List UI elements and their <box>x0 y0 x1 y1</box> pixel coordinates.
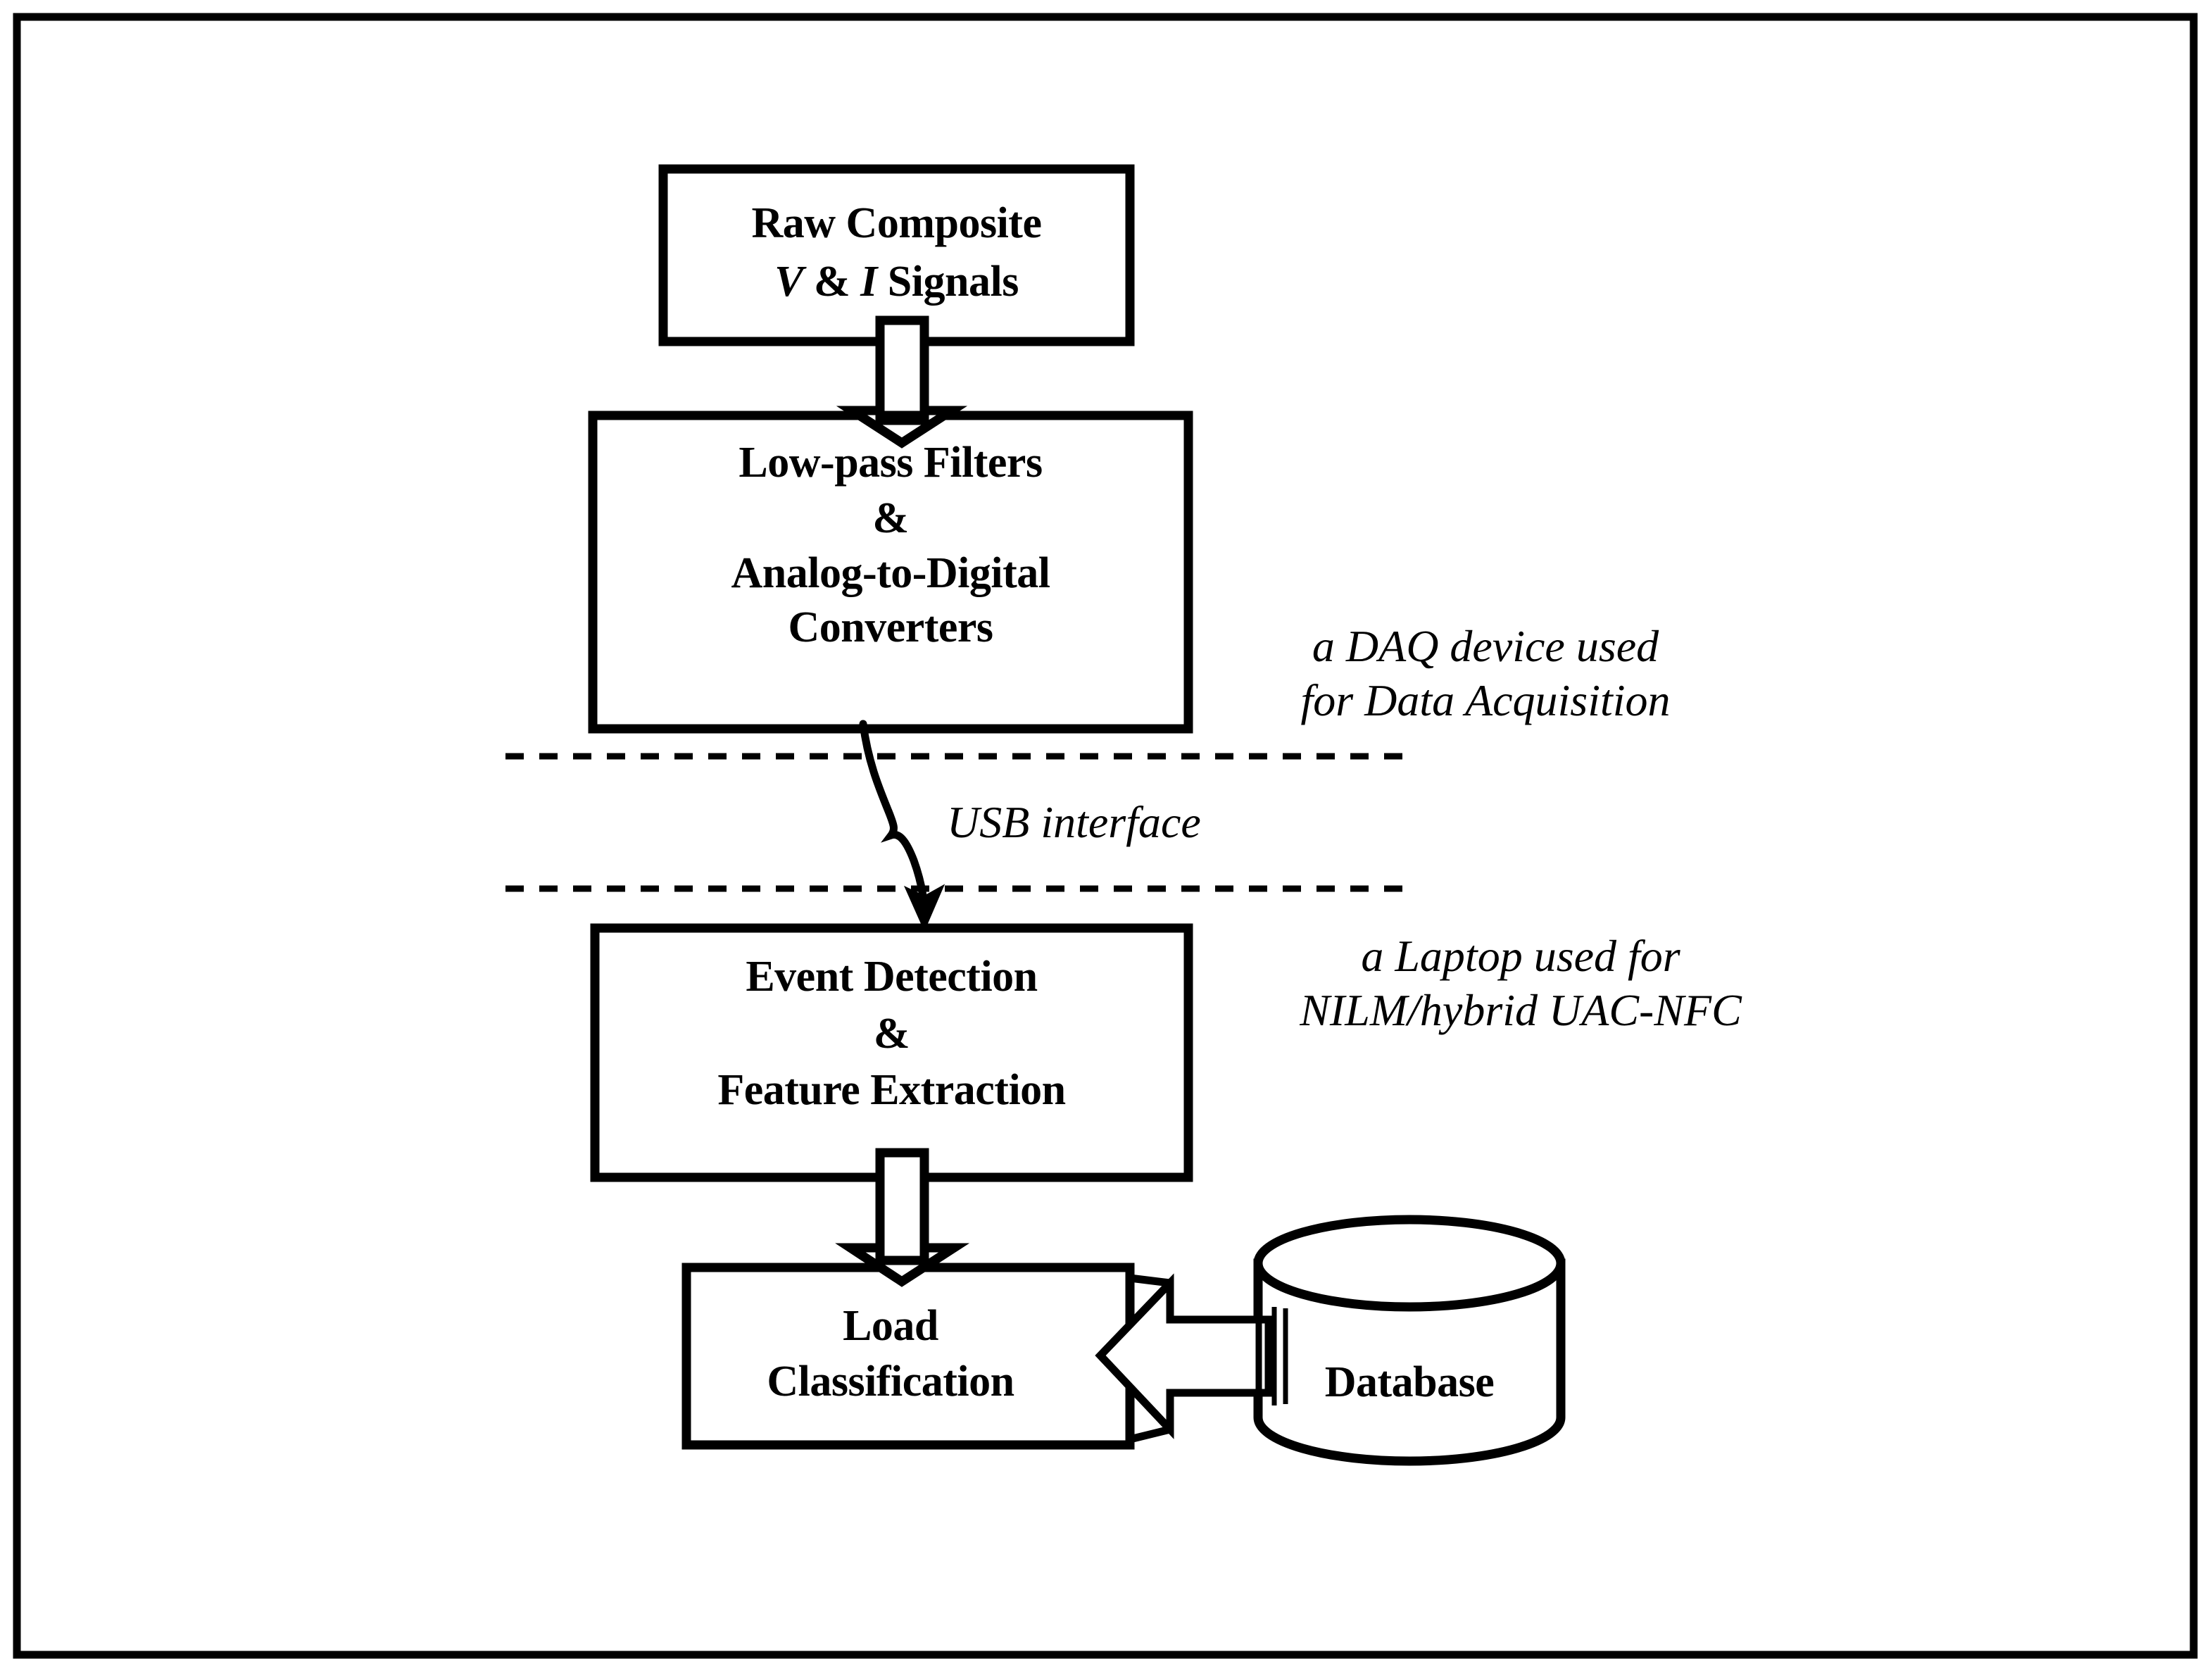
annotation-laptop-line2: NILM/hybrid UAC-NFC <box>1300 984 1742 1035</box>
curved-arrow-usb-lpf-to-event <box>859 720 929 911</box>
block-arrow-head-overlap-event-to-load <box>835 1243 969 1287</box>
annotation-usb-label: USB interface <box>947 797 1201 847</box>
annotation-usb-interface: USB interface <box>947 796 1313 850</box>
raw-signals-line1: Raw Composite <box>751 199 1042 247</box>
block-raw-signals-label: Raw Composite V & I Signals <box>663 199 1130 306</box>
symbol-voltage: V <box>774 257 803 306</box>
lpf-adc-line1: Low-pass Filters <box>739 439 1043 487</box>
database-cylinder-body[interactable] <box>1253 1258 1566 1466</box>
block-event-feature-label: Event Detection & Feature Extraction <box>595 952 1188 1115</box>
annotation-daq: a DAQ device used for Data Acquisition <box>1239 620 1732 728</box>
arrow-tail-vee-lower <box>1129 1425 1171 1444</box>
raw-signals-amp: & <box>803 257 861 306</box>
symbol-current: I <box>860 257 877 306</box>
database-label-text: Database <box>1324 1358 1495 1406</box>
arrow-tail-vee-upper <box>1129 1274 1171 1287</box>
lpf-adc-line3: Analog-to-Digital <box>731 549 1050 598</box>
event-feature-line1: Event Detection <box>746 953 1038 1001</box>
block-arrow-head-overlap-raw-to-lpf <box>836 406 967 449</box>
load-classification-line1: Load <box>843 1302 938 1350</box>
annotation-daq-line2: for Data Acquisition <box>1300 675 1671 725</box>
event-feature-line3: Feature Extraction <box>717 1066 1066 1115</box>
block-lpf-adc-label: Low-pass Filters & Analog-to-Digital Con… <box>593 438 1188 653</box>
raw-signals-line2: V & I Signals <box>663 257 1130 307</box>
annotation-daq-line1: a DAQ device used <box>1312 621 1659 671</box>
arrow-tail-vee-notch <box>1095 1280 1174 1432</box>
block-lpf-adc[interactable] <box>588 411 1193 734</box>
load-classification-line2: Classification <box>767 1357 1014 1405</box>
annotation-laptop-line1: a Laptop used for <box>1361 931 1680 981</box>
block-load-classification-label: Load Classification <box>679 1301 1102 1406</box>
database-cylinder-top <box>1253 1215 1566 1312</box>
figure-border <box>13 13 2198 1659</box>
raw-signals-signals: Signals <box>876 257 1019 306</box>
curved-arrow-head-usb <box>903 884 945 932</box>
database-label: Database <box>1258 1358 1561 1408</box>
lpf-adc-line2: & <box>872 494 909 542</box>
lpf-adc-line4: Converters <box>788 603 993 652</box>
annotation-laptop: a Laptop used for NILM/hybrid UAC-NFC <box>1239 929 1802 1038</box>
event-feature-line2: & <box>873 1009 910 1058</box>
